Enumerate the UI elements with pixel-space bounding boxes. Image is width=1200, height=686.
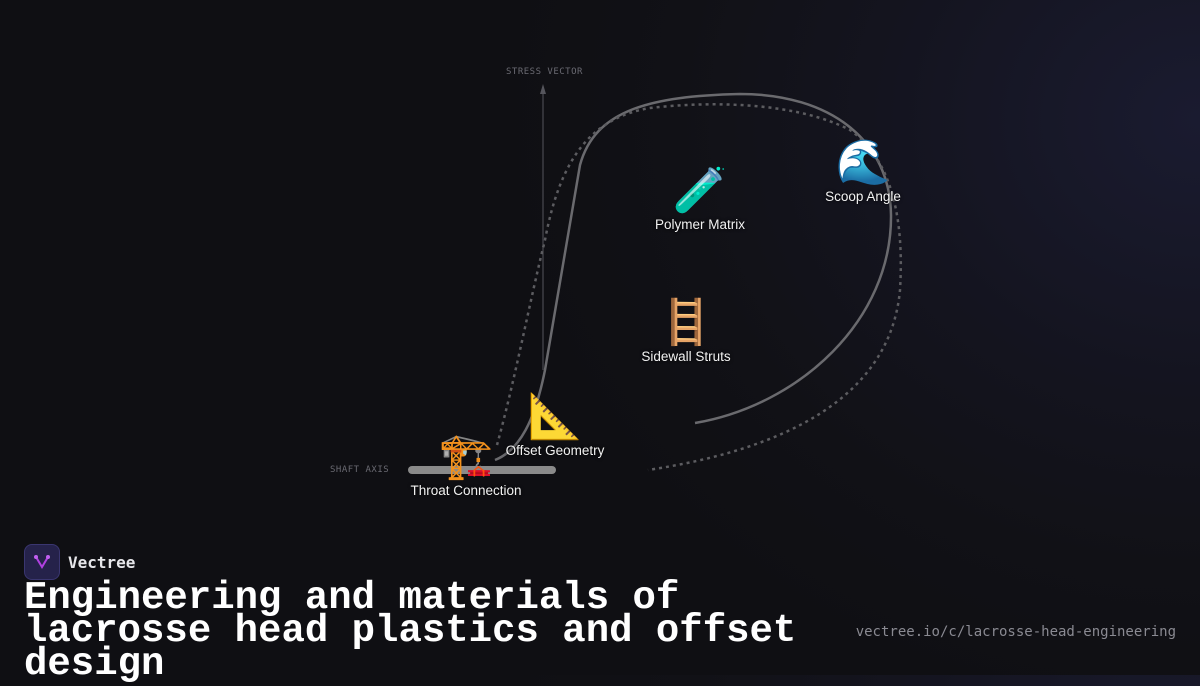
wave-icon: 🌊: [835, 138, 891, 187]
axis-arrow-icon: [540, 84, 546, 94]
ladder-icon: 🪜: [658, 298, 714, 347]
node-label: Throat Connection: [410, 483, 522, 498]
node-label: Polymer Matrix: [654, 217, 746, 232]
triangular-ruler-icon: 📐: [527, 392, 583, 441]
test-tube-icon: 🧪: [672, 166, 728, 215]
node-offset-geometry[interactable]: 📐 Offset Geometry: [506, 392, 605, 460]
node-polymer-matrix[interactable]: 🧪 Polymer Matrix: [655, 166, 745, 234]
brand-name: Vectree: [68, 552, 136, 572]
node-label: Scoop Angle: [825, 189, 901, 204]
crane-icon: 🏗️: [438, 432, 494, 481]
brand: Vectree: [24, 544, 135, 580]
node-scoop-angle[interactable]: 🌊 Scoop Angle: [825, 138, 901, 206]
shaft-axis-label: SHAFT AXIS: [330, 465, 390, 475]
page-url[interactable]: vectree.io/c/lacrosse-head-engineering: [855, 624, 1176, 640]
page-title: Engineering and materials of lacrosse he…: [24, 576, 797, 686]
stress-vector-label: STRESS VECTOR: [506, 67, 583, 77]
head-outline-dashed: [495, 103, 903, 472]
node-sidewall-struts[interactable]: 🪜 Sidewall Struts: [641, 298, 730, 366]
vectree-logo-icon: [24, 544, 60, 580]
node-label: Sidewall Struts: [641, 349, 731, 364]
node-throat-connection[interactable]: 🏗️ Throat Connection: [410, 432, 521, 500]
head-outline-solid: [494, 92, 893, 462]
node-label: Offset Geometry: [505, 443, 605, 458]
